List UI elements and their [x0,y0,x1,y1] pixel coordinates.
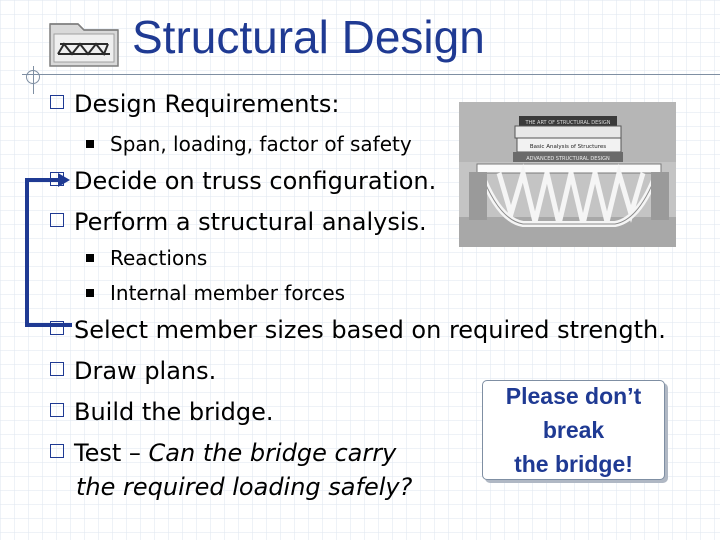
book-title-1: THE ART OF STRUCTURAL DESIGN [524,120,610,126]
sub-bullet-text: Reactions [110,246,208,270]
bullet-draw-plans: Draw plans. [50,355,216,387]
page-title: Structural Design [132,11,485,63]
sub-bullet-text: Internal member forces [110,281,346,305]
bullet-text: Test – [74,439,149,467]
sub-bullet-internal-forces: Internal member forces [86,279,345,307]
square-bullet-icon [86,288,94,297]
square-bullet-icon [86,253,94,262]
bullet-perform-analysis: Perform a structural analysis. [50,206,427,238]
sub-bullet-span-loading: Span, loading, factor of safety [86,130,412,158]
bullet-box-icon [50,213,64,227]
test-question-text: Can the bridge carry [148,439,397,467]
callout-line-3: the bridge! [514,451,633,477]
bullet-box-icon [50,403,64,417]
bullet-text: Design Requirements: [74,90,340,118]
book-title-3: ADVANCED STRUCTURAL DESIGN [526,156,610,162]
test-question-continued: the required loading safely? [76,473,413,501]
loop-arrow-icon [18,170,78,335]
bridge-photo: THE ART OF STRUCTURAL DESIGN Basic Analy… [459,102,676,247]
bullet-build-bridge: Build the bridge. [50,396,274,428]
bullet-box-icon [50,362,64,376]
crosshair-icon [26,70,40,84]
book-title-2: Basic Analysis of Structures [530,144,606,150]
square-bullet-icon [86,139,94,148]
bullet-text: Perform a structural analysis. [74,208,427,236]
bullet-text: Draw plans. [74,357,217,385]
bullet-box-icon [50,321,64,335]
warning-callout: Please don’t break the bridge! [482,380,665,480]
callout-line-2: break [542,417,605,443]
bridge-folder-icon [46,14,122,70]
sub-bullet-text: Span, loading, factor of safety [110,132,412,156]
bullet-text: Select member sizes based on required st… [74,316,666,344]
bullet-box-icon [50,95,64,109]
bullet-box-icon [50,444,64,458]
bullet-box-icon [50,172,64,186]
bullet-text: Decide on truss configuration. [74,167,437,195]
bullet-design-requirements: Design Requirements: [50,88,339,120]
bullet-decide-truss: Decide on truss configuration. [50,165,436,197]
bullet-select-member-sizes: Select member sizes based on required st… [50,314,666,346]
title-divider [22,74,720,75]
callout-line-1: Please don’t [505,383,642,409]
sub-bullet-reactions: Reactions [86,244,207,272]
bullet-test: Test – Can the bridge carry [50,437,396,469]
bullet-text: Build the bridge. [74,398,274,426]
